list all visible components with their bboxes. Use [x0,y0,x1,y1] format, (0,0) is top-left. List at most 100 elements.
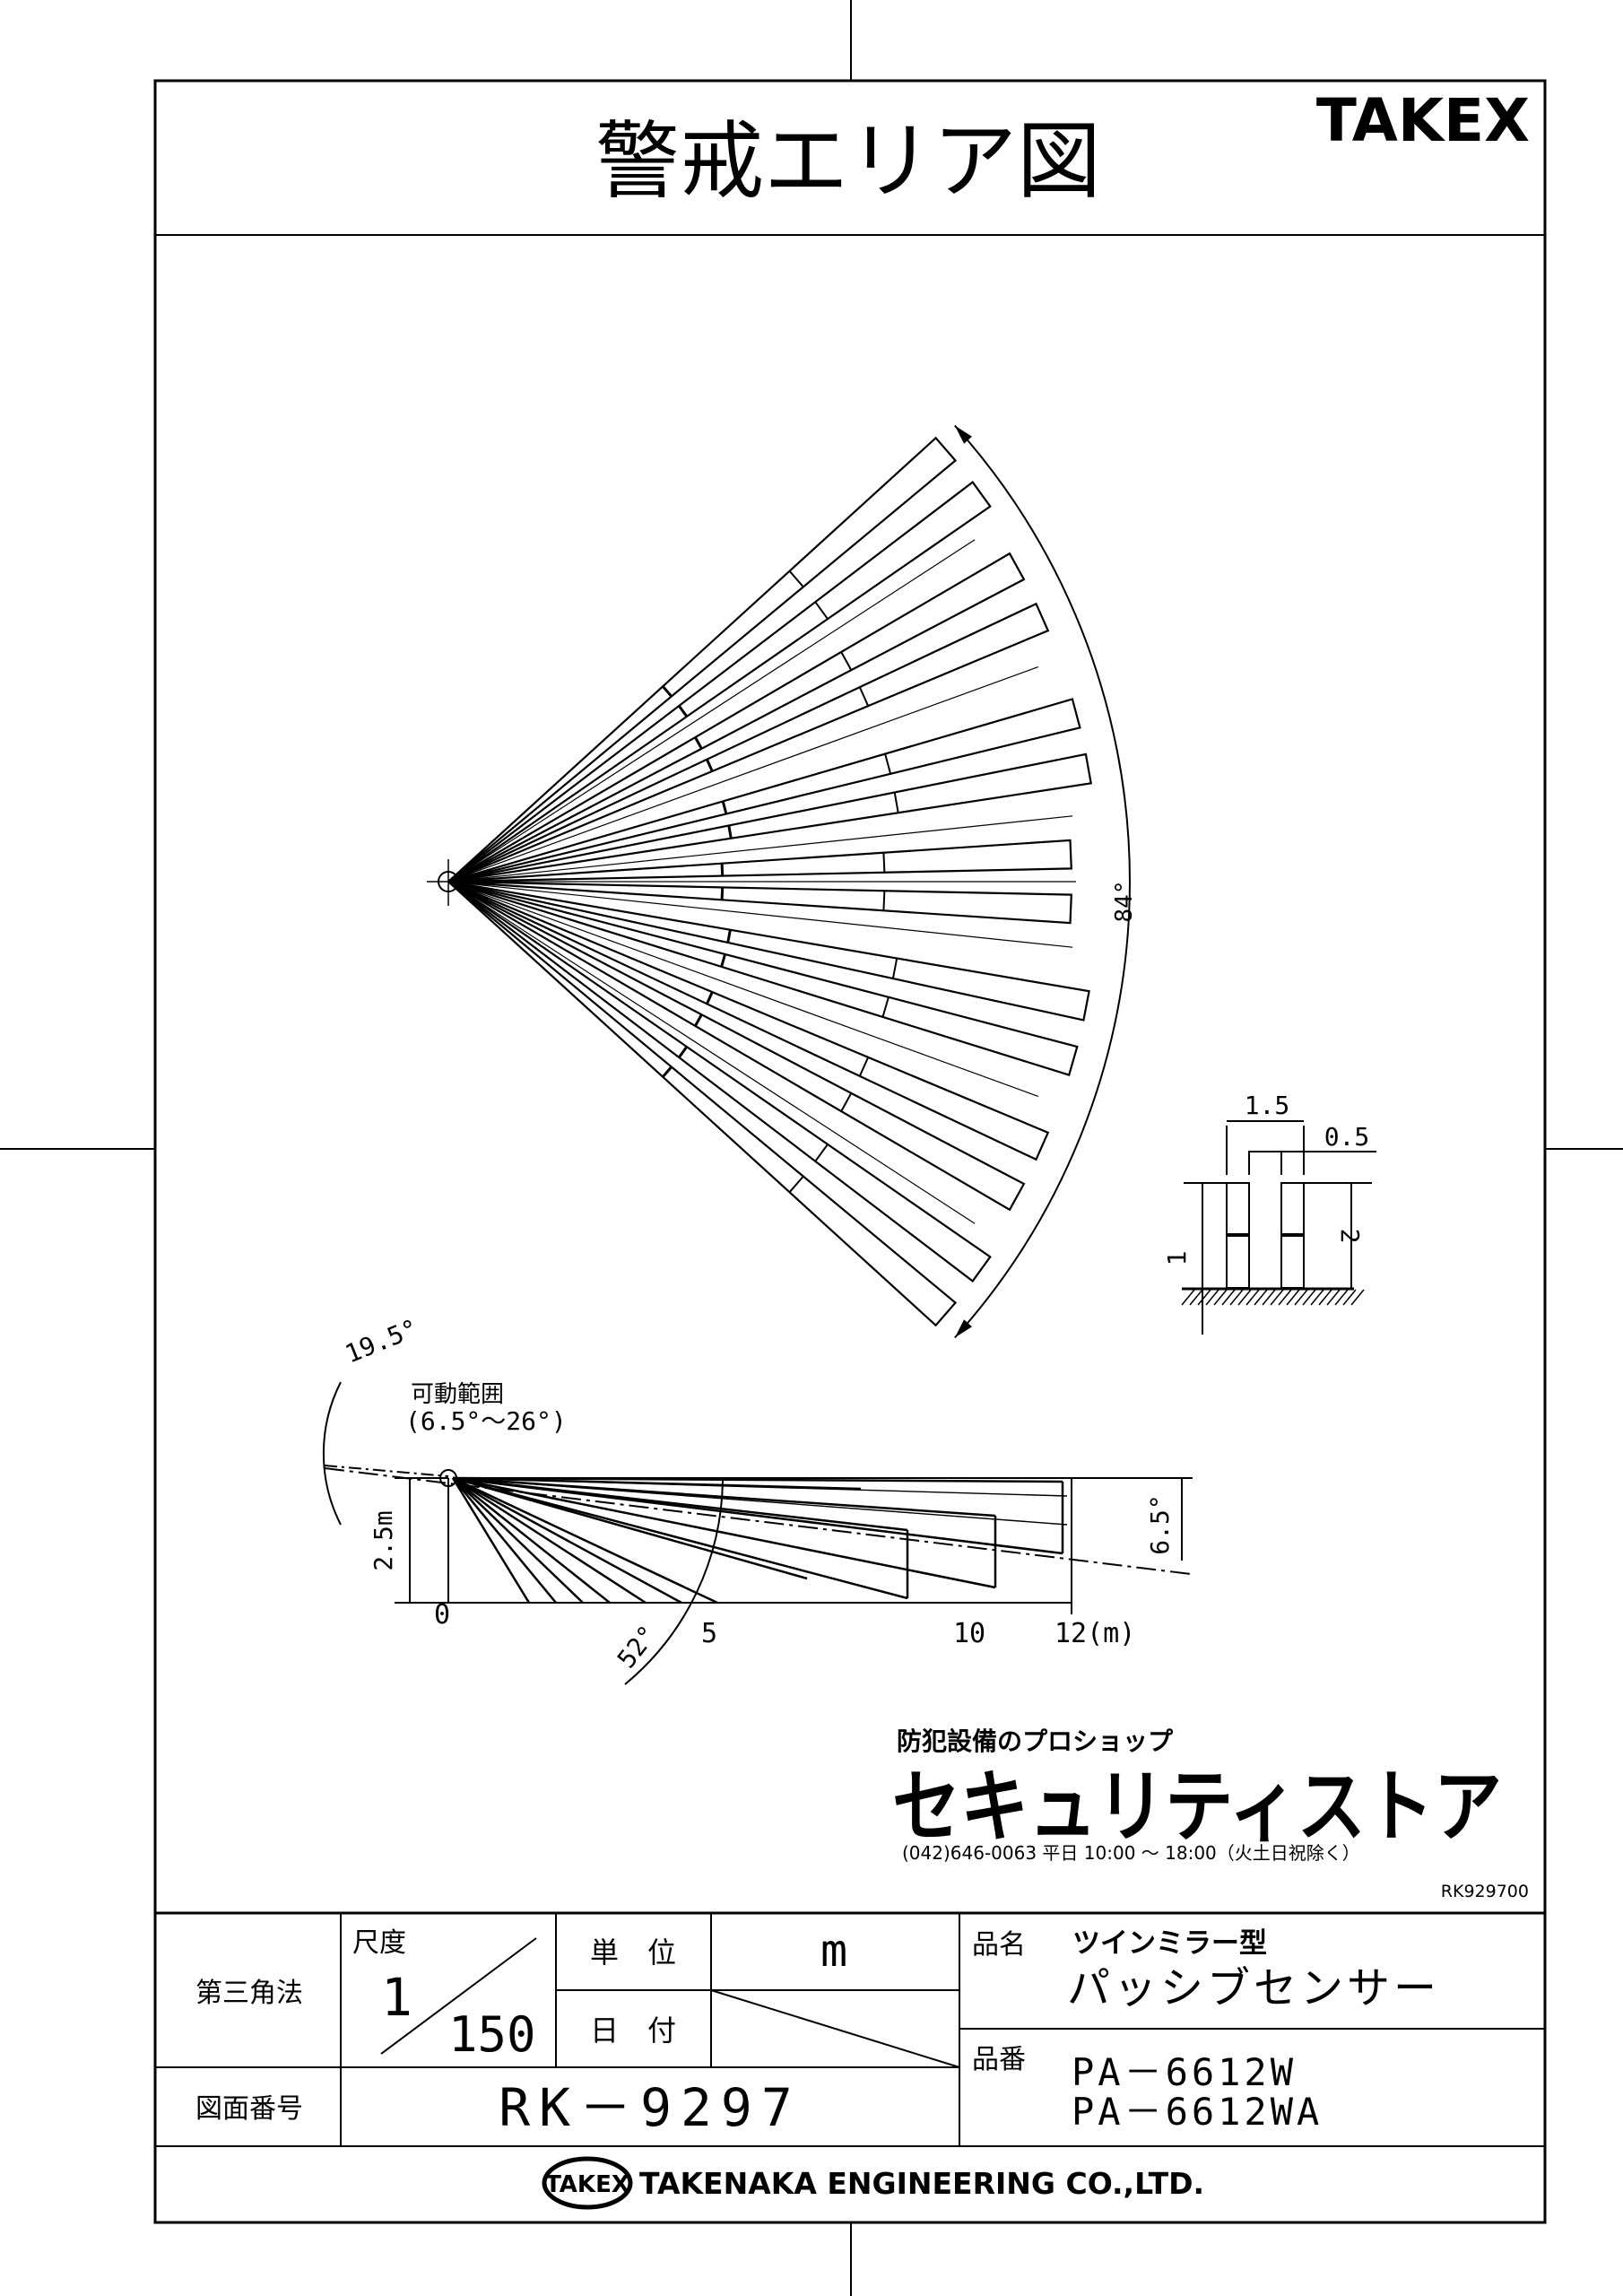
side-dashdot-tilt [324,1465,449,1477]
zone-mid-mark-4 [884,753,892,775]
side-ray-0 [452,1476,1063,1483]
scale-label: 尺度 [352,1927,406,1959]
hatch-16 [1310,1289,1324,1306]
zone-near-mark-7 [720,887,725,900]
zone-mid-mark-1 [814,601,829,620]
detection-zones [447,436,1092,1327]
zone-wedge-13 [447,881,958,1327]
zone-mid-mark-12 [814,1144,829,1162]
drawing-no-label: 図面番号 [195,2093,303,2125]
angle-arc [954,424,1131,1339]
target-gap-label: 0.5 [1324,1122,1370,1152]
side-down-angle-label: 52° [612,1620,663,1674]
guide-ray-2 [447,815,1073,883]
model-number-2: PA－6612WA [1072,2090,1323,2134]
doc-code: RK929700 [1441,1882,1529,1901]
zone-near-mark-11 [694,1013,703,1027]
hatch-19 [1334,1289,1349,1306]
side-ray-4 [452,1476,908,1532]
target-height-right-label: 2 [1335,1229,1365,1244]
zone-near-mark-2 [694,736,703,750]
drawing-number: RK－9297 [499,2077,802,2138]
side-view-diagram: 19.5° 可動範囲 (6.5°～26°) 2.5m 52° 6.5° 0 5 … [322,1313,1193,1685]
zone-wedge-7 [447,880,1072,925]
side-tick-10: 10 [953,1618,985,1649]
hatch-18 [1326,1289,1341,1306]
zone-wedge-6 [447,839,1072,883]
angle-arc-arrows [954,425,972,1338]
target-detail [1181,1120,1376,1335]
zone-wedge-11 [447,881,1026,1212]
zone-mid-mark-8 [891,958,898,979]
side-tick-12: 12(m) [1055,1618,1135,1649]
hatch-1 [1189,1289,1203,1306]
model-label: 品番 [972,2044,1026,2075]
footer-company: TAKENAKA ENGINEERING CO.,LTD. [639,2166,1204,2201]
hatch-17 [1318,1289,1332,1306]
hatch-3 [1205,1289,1219,1306]
side-ray-8 [452,1476,718,1605]
plan-angle-label: 84° [1111,881,1138,923]
shop-contact: (042)646-0063 平日 10:00 ～ 18:00（火土日祝除く） [902,1842,1360,1864]
product-type: ツインミラー型 [1072,1927,1267,1960]
zone-mid-mark-6 [882,852,886,873]
model-number-1: PA－6612W [1072,2050,1297,2094]
zone-wedge-8 [447,880,1090,1022]
zone-mid-mark-11 [840,1092,853,1112]
hatch-8 [1245,1289,1260,1306]
date-blank-slash [710,1989,960,2068]
zone-mid-mark-10 [858,1057,870,1077]
side-ray-3 [452,1476,996,1589]
zone-mid-mark-0 [788,570,804,588]
zone-mid-mark-13 [788,1175,804,1193]
hatch-14 [1294,1289,1308,1306]
guide-ray-5 [447,881,1039,1097]
product-name-label: 品名 [972,1929,1026,1961]
zone-near-mark-9 [720,953,727,968]
side-tick-5: 5 [701,1618,717,1649]
hatch-11 [1270,1289,1284,1306]
hatch-20 [1342,1289,1357,1306]
footer-badge-text: TAKEX [545,2171,629,2198]
hatch-4 [1213,1289,1228,1306]
side-ray-11 [452,1477,611,1604]
zone-near-mark-5 [727,825,733,839]
zone-wedge-5 [447,752,1092,883]
hatch-7 [1237,1289,1252,1306]
hatch-10 [1262,1289,1276,1306]
side-ray-10 [452,1476,647,1605]
brand-logo: TAKEX [1316,86,1530,155]
zone-near-mark-8 [726,929,732,944]
tilt-arc [322,1381,342,1526]
zone-near-mark-1 [678,705,689,718]
side-ray-14 [451,1477,531,1604]
side-ray-9 [452,1476,682,1605]
zone-near-mark-4 [721,801,728,814]
zone-near-mark-0 [662,685,673,698]
arc-arrow-1 [954,1319,972,1338]
side-range-title: 可動範囲 [411,1381,504,1408]
side-spread-label: 6.5° [1145,1494,1175,1554]
zone-wedge-2 [447,552,1026,883]
zone-near-mark-10 [706,991,714,1004]
target-height-left-label: 1 [1162,1251,1192,1266]
zone-wedge-12 [447,881,992,1283]
side-ray-7 [452,1476,808,1580]
unit-value: m [820,1925,847,1977]
date-label: 日 付 [590,2013,676,2048]
side-range-value: (6.5°～26°) [405,1406,567,1436]
hatch-2 [1197,1289,1211,1306]
projection-label: 第三角法 [195,1978,303,2009]
scale-numerator: 1 [381,1967,412,2028]
hatch-5 [1221,1289,1236,1306]
zone-wedge-9 [447,880,1079,1076]
side-ray-12 [452,1477,584,1604]
footer-badge [542,2156,633,2210]
shop-name: セキュリティストア [892,1761,1502,1853]
hatch-12 [1278,1289,1292,1306]
guide-ray-0 [447,539,976,883]
side-guide-1 [452,1477,1068,1526]
side-tilt-label: 19.5° [341,1313,422,1369]
